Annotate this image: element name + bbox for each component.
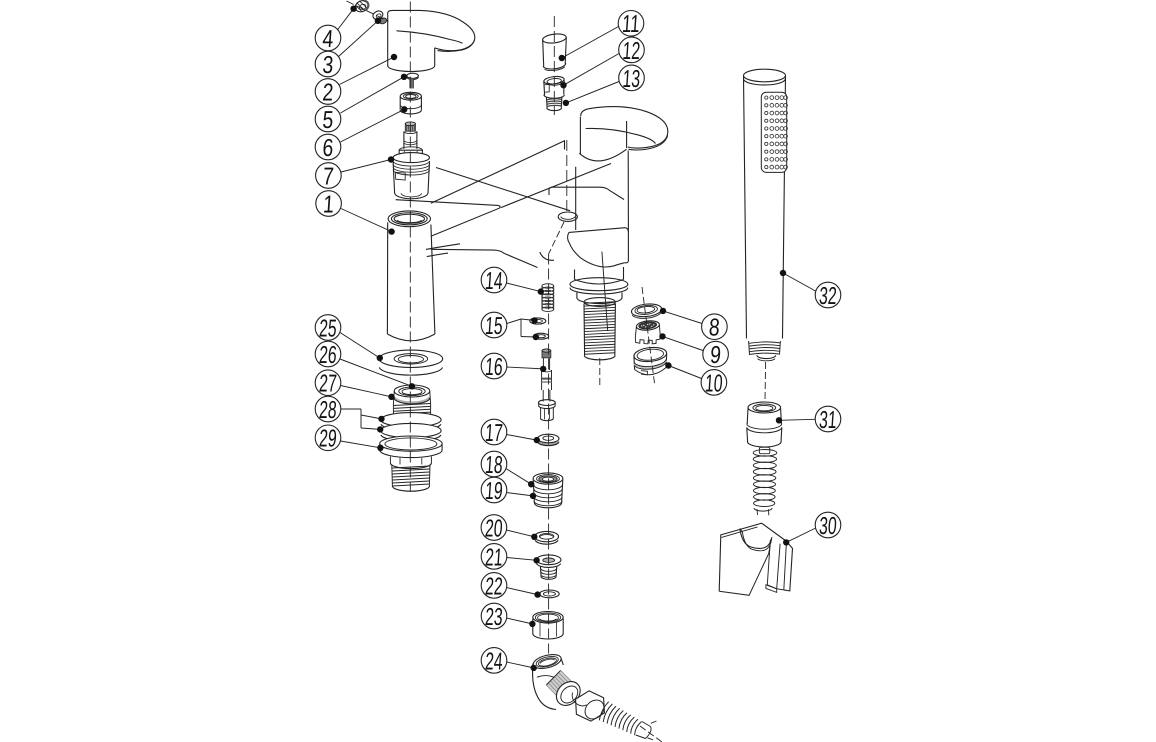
svg-text:25: 25 bbox=[318, 315, 337, 342]
svg-text:6: 6 bbox=[322, 135, 335, 162]
svg-text:19: 19 bbox=[484, 478, 503, 505]
svg-text:28: 28 bbox=[318, 397, 337, 424]
svg-text:26: 26 bbox=[318, 342, 337, 369]
svg-text:1: 1 bbox=[322, 191, 335, 218]
svg-text:13: 13 bbox=[622, 66, 641, 93]
svg-text:9: 9 bbox=[709, 342, 722, 369]
svg-text:3: 3 bbox=[322, 52, 335, 79]
svg-text:8: 8 bbox=[708, 315, 721, 342]
svg-text:17: 17 bbox=[484, 420, 503, 447]
svg-text:31: 31 bbox=[818, 407, 837, 434]
svg-text:11: 11 bbox=[621, 11, 640, 38]
svg-text:14: 14 bbox=[484, 268, 503, 295]
svg-text:15: 15 bbox=[484, 313, 503, 340]
svg-text:7: 7 bbox=[322, 163, 335, 190]
svg-text:29: 29 bbox=[318, 426, 337, 453]
svg-text:5: 5 bbox=[322, 107, 335, 134]
svg-text:2: 2 bbox=[322, 79, 335, 106]
svg-text:23: 23 bbox=[484, 604, 503, 631]
svg-text:22: 22 bbox=[484, 573, 503, 600]
svg-text:20: 20 bbox=[484, 515, 503, 542]
svg-text:12: 12 bbox=[622, 38, 641, 65]
svg-text:4: 4 bbox=[322, 26, 335, 53]
svg-text:30: 30 bbox=[818, 513, 837, 540]
svg-text:18: 18 bbox=[484, 452, 503, 479]
svg-text:27: 27 bbox=[318, 371, 337, 398]
svg-text:32: 32 bbox=[818, 283, 837, 310]
svg-text:16: 16 bbox=[484, 354, 503, 381]
svg-text:21: 21 bbox=[484, 544, 503, 571]
svg-text:10: 10 bbox=[704, 370, 723, 397]
svg-text:24: 24 bbox=[484, 648, 503, 675]
